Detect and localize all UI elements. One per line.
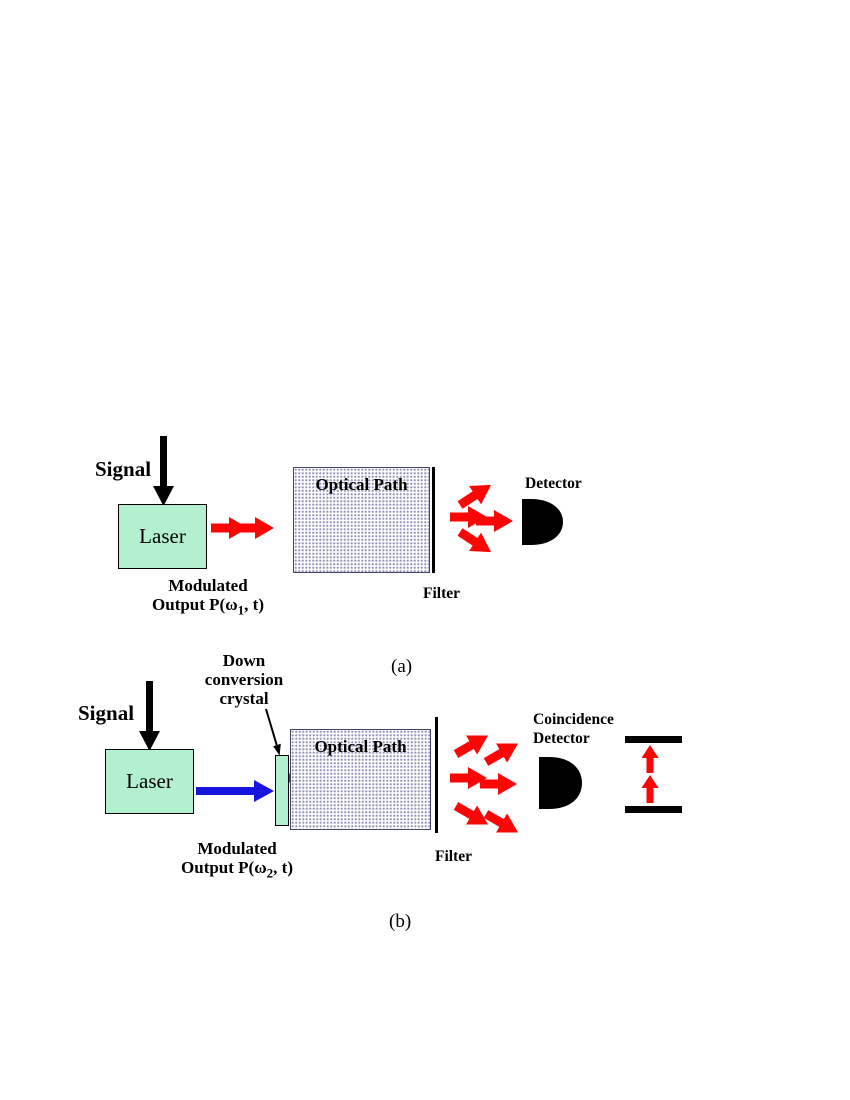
modulated-output-pre-a: Output P(ω <box>152 595 238 614</box>
filter-label-b: Filter <box>435 848 473 865</box>
detector-label-a: Detector <box>525 475 582 492</box>
coincidence-detector-line2: Detector <box>533 730 590 747</box>
modulated-output-line2-a: Output P(ω1, t) <box>148 595 268 619</box>
optical-path-label-b: Optical Path <box>314 737 407 756</box>
modulated-output-pre-b: Output P(ω <box>181 858 267 877</box>
down-conversion-line2: conversion <box>204 670 284 689</box>
modulated-output-sub-b: 2 <box>266 865 274 881</box>
caption-b: (b) <box>389 911 412 932</box>
filter-label-a: Filter <box>423 585 461 602</box>
signal-label-a: Signal <box>95 457 152 481</box>
modulated-output-sub-a: 1 <box>237 602 245 618</box>
optical-path-box-b: Optical Path <box>290 729 431 830</box>
caption-a: (a) <box>391 656 413 677</box>
coincidence-top-bar <box>625 736 682 743</box>
crystal-pointer-arrow-icon <box>265 708 281 756</box>
signal-arrow-icon-b <box>139 681 160 751</box>
laser-box-a: Laser <box>118 504 207 569</box>
down-conversion-line1: Down <box>222 651 266 670</box>
down-conversion-line3: crystal <box>219 689 269 708</box>
laser-label-b: Laser <box>126 769 173 793</box>
detector-icon-a <box>522 499 563 545</box>
scattered-light-arrows-icon-a <box>450 475 513 562</box>
coincidence-detector-label: Coincidence Detector <box>533 710 614 748</box>
signal-label-b: Signal <box>78 701 135 725</box>
modulated-output-label-a: Modulated Output P(ω1, t) <box>148 576 268 619</box>
modulated-output-post-b: , t) <box>273 858 293 877</box>
laser-label-a: Laser <box>139 524 186 548</box>
optical-path-box-a: Optical Path <box>293 467 430 573</box>
signal-arrow-icon-a <box>153 436 174 506</box>
modulated-output-post-a: , t) <box>244 595 264 614</box>
filter-bar-b <box>435 717 438 833</box>
laser-beam-arrows-icon-a <box>211 517 274 539</box>
coincidence-detector-line1: Coincidence <box>533 711 614 728</box>
down-conversion-label: Down conversion crystal <box>189 651 299 708</box>
laser-box-b: Laser <box>105 749 194 814</box>
scattered-light-arrows-icon-b <box>450 725 524 843</box>
modulated-output-label-b: Modulated Output P(ω2, t) <box>177 839 297 882</box>
filter-bar-a <box>432 467 435 573</box>
modulated-output-line1-b: Modulated <box>197 839 277 858</box>
coincidence-bottom-bar <box>625 806 682 813</box>
pump-beam-arrow-icon <box>196 780 274 802</box>
coincidence-arrows-icon <box>641 745 659 803</box>
down-conversion-crystal <box>275 755 289 826</box>
optical-path-label-a: Optical Path <box>315 475 408 494</box>
modulated-output-line2-b: Output P(ω2, t) <box>177 858 297 882</box>
detector-icon-b <box>539 757 582 809</box>
modulated-output-line1-a: Modulated <box>168 576 248 595</box>
